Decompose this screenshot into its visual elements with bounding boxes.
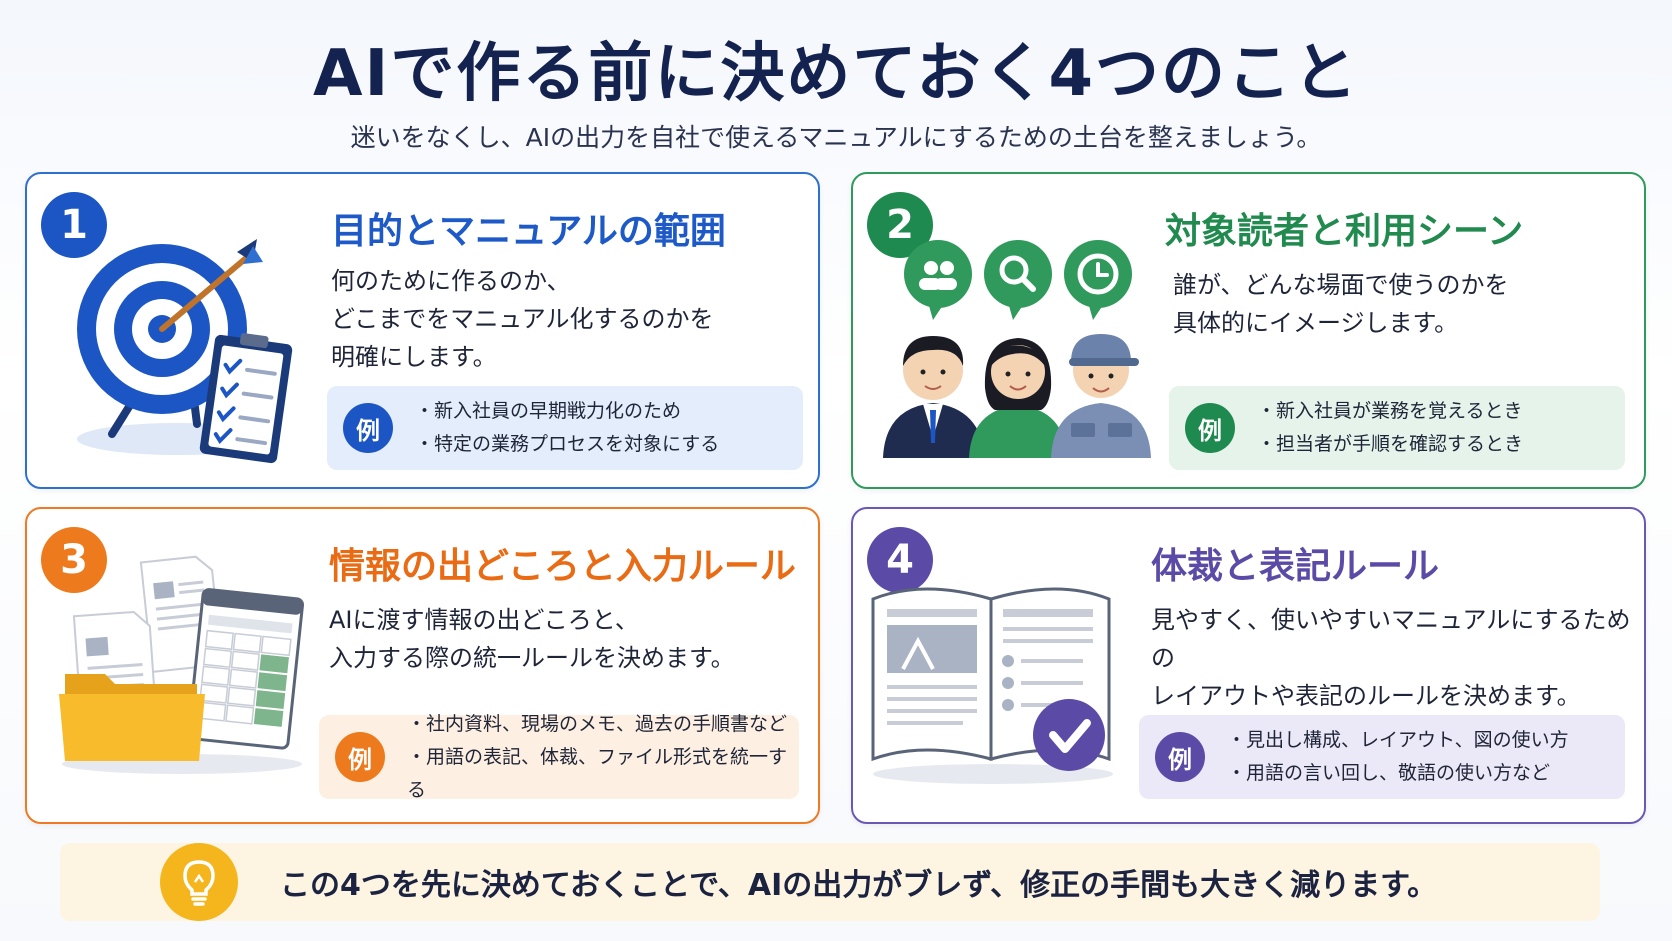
card-title: 対象読者と利用シーン [1165, 211, 1524, 252]
card-sources-input-rules: 3 [25, 507, 820, 824]
example-badge: 例 [335, 732, 385, 782]
example-item: 新入社員が業務を覚えるとき [1257, 395, 1523, 428]
example-badge: 例 [1155, 732, 1205, 782]
example-item: 特定の業務プロセスを対象にする [415, 428, 719, 461]
lightbulb-icon [160, 843, 238, 921]
card-purpose-scope: 1 目的とマニュアルの範囲 何のために作るのか、 どこまでをマニュアル化するのか… [25, 172, 820, 489]
example-item: 新入社員の早期戦力化のため [415, 395, 719, 428]
example-item: 担当者が手順を確認するとき [1257, 428, 1523, 461]
card-number-badge: 1 [41, 192, 107, 258]
card-format-notation-rules: 4 体裁と表記ルール 見やすく、使いやすいマニュアルにするための レイアウトや表… [851, 507, 1646, 824]
example-box: 例 新入社員が業務を覚えるとき 担当者が手順を確認するとき [1169, 386, 1625, 470]
target-checklist-icon [77, 239, 293, 464]
card-description: 誰が、どんな場面で使うのかを 具体的にイメージします。 [1173, 271, 1509, 337]
example-item: 用語の表記、体裁、ファイル形式を統一する [407, 741, 799, 807]
example-item: 社内資料、現場のメモ、過去の手順書など [407, 708, 799, 741]
example-badge: 例 [1185, 403, 1235, 453]
open-book-check-icon [871, 587, 1113, 784]
page-subtitle: 迷いをなくし、AIの出力を自社で使えるマニュアルにするための土台を整えましょう。 [350, 123, 1322, 152]
example-box: 例 社内資料、現場のメモ、過去の手順書など 用語の表記、体裁、ファイル形式を統一… [319, 713, 799, 801]
documents-folder-icon [59, 555, 305, 774]
card-number-badge: 4 [867, 527, 933, 593]
example-list: 社内資料、現場のメモ、過去の手順書など 用語の表記、体裁、ファイル形式を統一する [407, 708, 799, 807]
footer-banner: この4つを先に決めておくことで、AIの出力がブレず、修正の手間も大きく減ります。 [60, 843, 1600, 921]
card-number-badge: 3 [41, 527, 107, 593]
card-description: 見やすく、使いやすいマニュアルにするための レイアウトや表記のルールを決めます。 [1151, 606, 1631, 710]
example-list: 新入社員の早期戦力化のため 特定の業務プロセスを対象にする [415, 395, 719, 461]
card-audience-scene: 2 [851, 172, 1646, 489]
card-title: 情報の出どころと入力ルール [329, 546, 796, 587]
people-icons-illustration [883, 240, 1151, 458]
example-box: 例 見出し構成、レイアウト、図の使い方 用語の言い回し、敬語の使い方など [1139, 715, 1625, 799]
example-item: 見出し構成、レイアウト、図の使い方 [1227, 724, 1569, 757]
example-badge: 例 [343, 403, 393, 453]
card-description: 何のために作るのか、 どこまでをマニュアル化するのかを 明確にします。 [331, 267, 714, 371]
card-title: 体裁と表記ルール [1151, 546, 1440, 587]
example-list: 見出し構成、レイアウト、図の使い方 用語の言い回し、敬語の使い方など [1227, 724, 1569, 790]
example-box: 例 新入社員の早期戦力化のため 特定の業務プロセスを対象にする [327, 386, 803, 470]
card-description: AIに渡す情報の出どころと、 入力する際の統一ルールを決めます。 [329, 606, 735, 672]
page-title: AIで作る前に決めておく4つのこと [313, 37, 1359, 111]
footer-message: この4つを先に決めておくことで、AIの出力がブレず、修正の手間も大きく減ります。 [280, 868, 1438, 903]
example-item: 用語の言い回し、敬語の使い方など [1227, 757, 1569, 790]
example-list: 新入社員が業務を覚えるとき 担当者が手順を確認するとき [1257, 395, 1523, 461]
card-title: 目的とマニュアルの範囲 [331, 211, 726, 252]
